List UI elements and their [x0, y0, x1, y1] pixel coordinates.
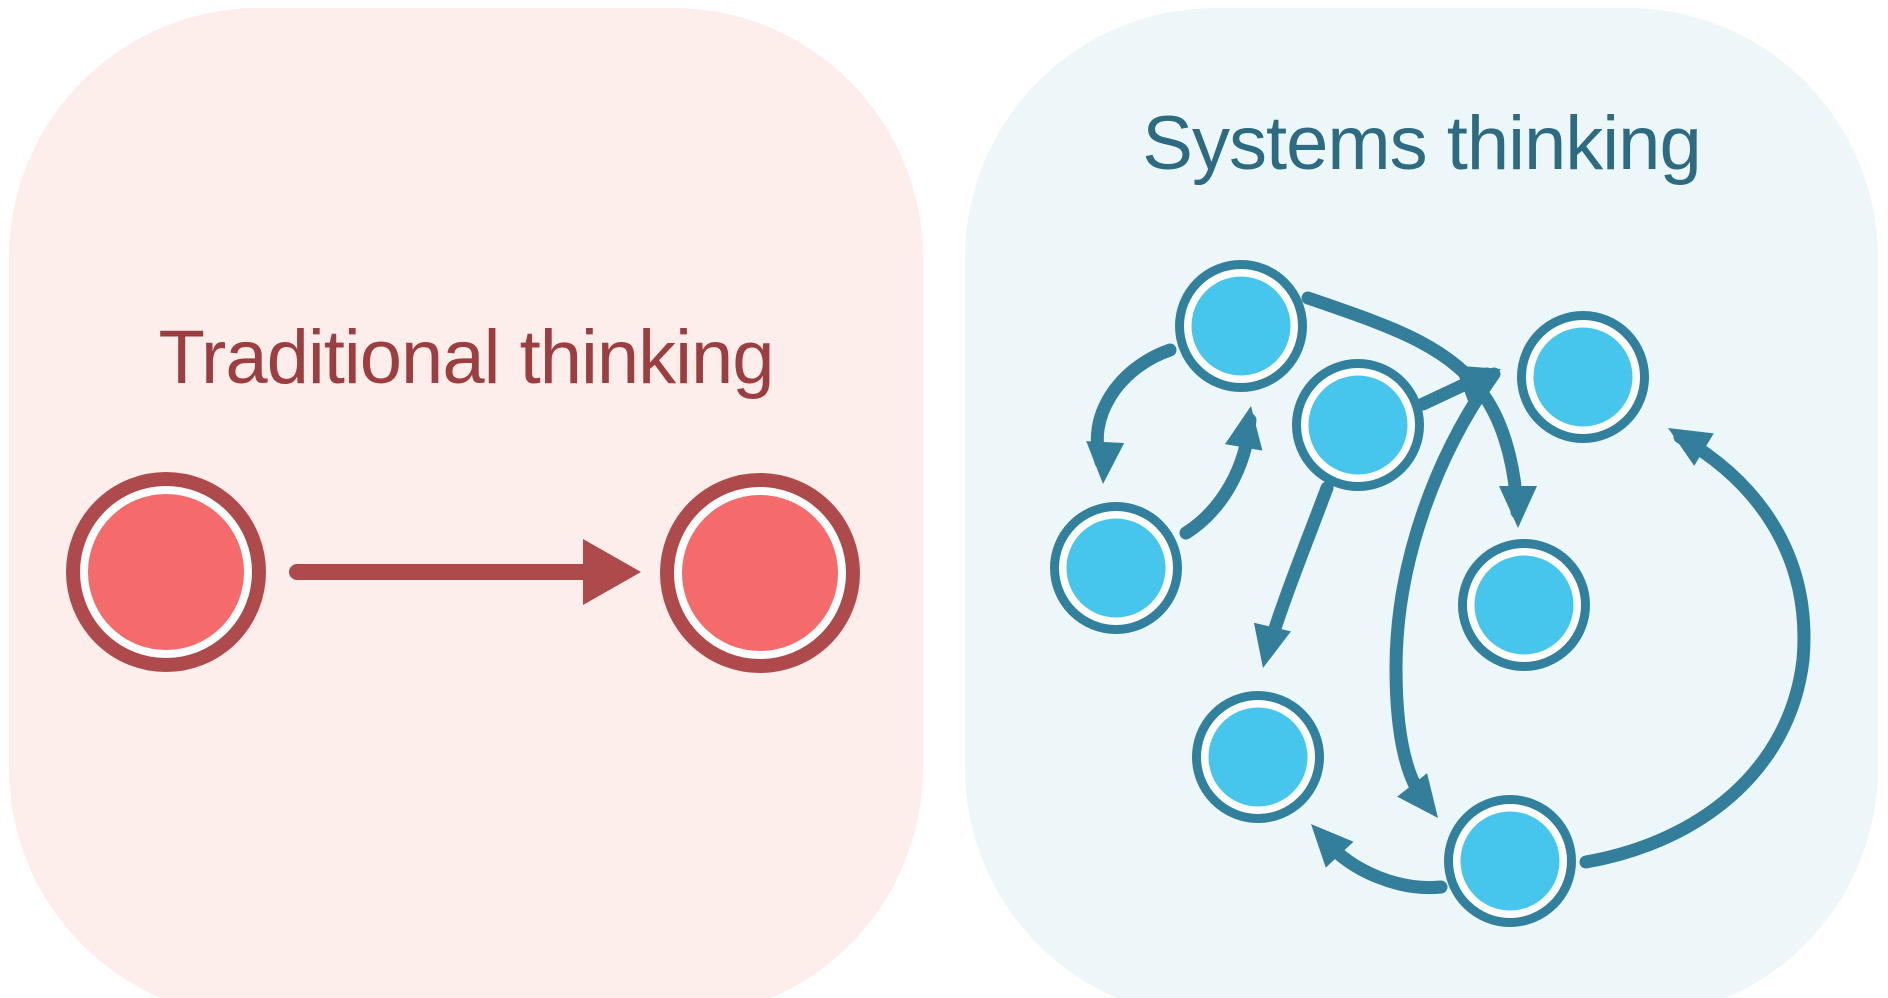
- panel-systems: Systems thinking: [965, 8, 1878, 998]
- systems-title: Systems thinking: [1142, 101, 1701, 186]
- traditional-title: Traditional thinking: [158, 315, 774, 400]
- panel-traditional: Traditional thinking: [9, 8, 923, 998]
